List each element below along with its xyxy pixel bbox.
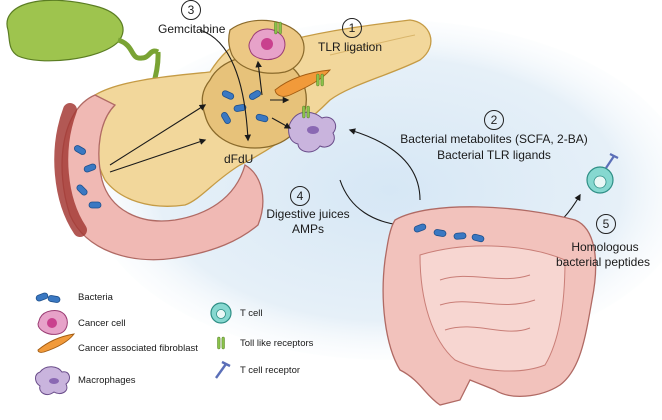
step-5-line1: Homologous bbox=[571, 240, 639, 254]
legend-cancer-cell-label: Cancer cell bbox=[78, 318, 126, 329]
legend-icon-tlr bbox=[217, 336, 225, 350]
dfdu-label: dFdU bbox=[224, 152, 254, 166]
step-1-marker: 1 bbox=[342, 18, 362, 38]
step-4-marker: 4 bbox=[290, 186, 310, 206]
legend-tlr-label: Toll like receptors bbox=[240, 338, 314, 349]
legend-icon-fibroblast bbox=[37, 333, 76, 353]
legend-t-cell-label: T cell bbox=[240, 308, 263, 319]
legend-macrophages-label: Macrophages bbox=[78, 375, 136, 386]
macrophage bbox=[288, 105, 337, 153]
legend-icon-macrophage bbox=[35, 366, 70, 395]
legend-caf-label: Cancer associated fibroblast bbox=[78, 343, 198, 354]
step-2-marker: 2 bbox=[484, 110, 504, 130]
step-4-line1: Digestive juices bbox=[266, 207, 350, 221]
cancer-cell bbox=[248, 21, 286, 61]
legend-icon-t-cell bbox=[210, 302, 232, 324]
legend-bacteria-label: Bacteria bbox=[78, 292, 113, 303]
legend-tcr-label: T cell receptor bbox=[240, 365, 301, 376]
step-3-label: Gemcitabine bbox=[158, 22, 226, 36]
step-5-marker: 5 bbox=[596, 214, 616, 234]
step-3-marker: 3 bbox=[181, 0, 201, 20]
step-2-line2: Bacterial TLR ligands bbox=[437, 148, 551, 162]
step-4-line2: AMPs bbox=[291, 222, 324, 236]
step-1-label: TLR ligation bbox=[318, 40, 383, 54]
step-5-line2: bacterial peptides bbox=[555, 255, 651, 269]
large-intestine bbox=[382, 206, 597, 406]
legend-icon-tcr bbox=[215, 360, 231, 379]
legend-icon-bacteria bbox=[34, 291, 61, 304]
step-2-line1: Bacterial metabolites (SCFA, 2-BA) bbox=[400, 132, 588, 146]
t-cell bbox=[586, 153, 619, 194]
legend-icon-cancer-cell bbox=[37, 310, 68, 335]
